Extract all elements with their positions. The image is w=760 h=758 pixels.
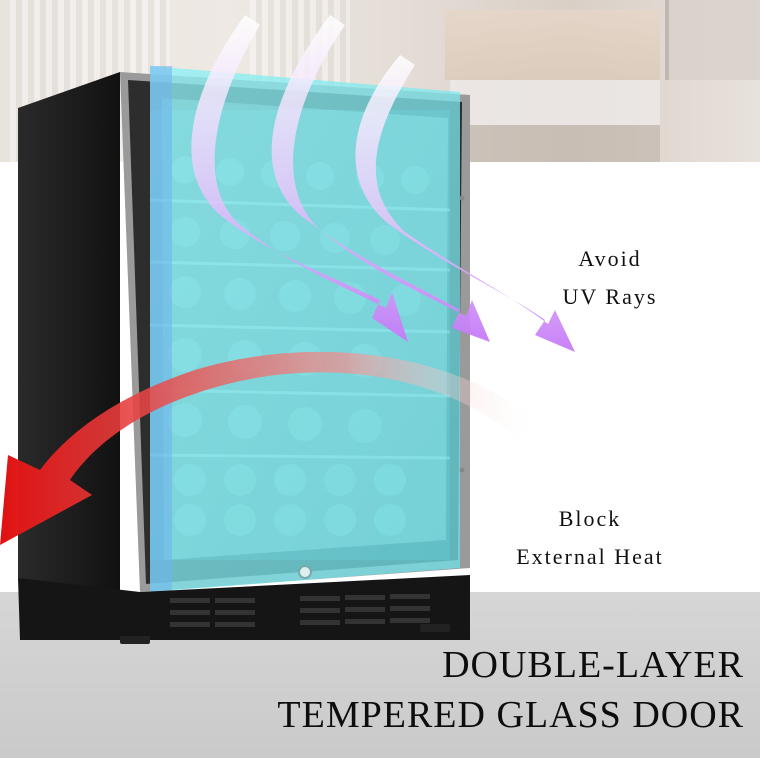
feature-headline: DOUBLE-LAYER TEMPERED GLASS DOOR [277,640,744,740]
headline-line1: DOUBLE-LAYER [442,644,744,686]
door-lock [298,565,312,579]
uv-arrows [191,15,575,352]
glass-layer-outer [150,66,460,592]
heat-annotation-line2: External Heat [516,544,664,569]
kitchen-counter [450,80,660,125]
kitchen-background [0,0,760,162]
uv-arrow-1 [191,15,408,342]
uv-annotation-line1: Avoid [578,246,642,271]
heat-annotation-line1: Block [558,506,622,531]
glass-layer-inner [162,98,448,560]
kitchen-window [665,0,760,80]
headline-line2: TEMPERED GLASS DOOR [277,694,744,736]
kitchen-cabinet [445,10,660,80]
heat-annotation: Block External Heat [490,500,690,576]
kitchen-lower-cabinet [455,125,660,162]
uv-annotation-line2: UV Rays [562,284,658,309]
uv-annotation: Avoid UV Rays [520,240,700,316]
uv-arrow-3 [355,55,575,352]
heat-arrow [0,351,535,545]
